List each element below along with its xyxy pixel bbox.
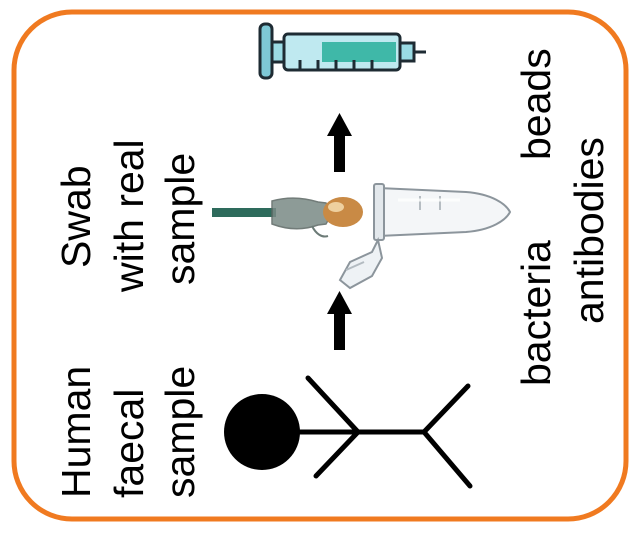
label-human-line2: faecal bbox=[106, 389, 152, 498]
label-human-faecal-sample: Human faecal sample bbox=[53, 366, 203, 498]
swab-wrap bbox=[272, 198, 329, 229]
stick-figure-arm-lower bbox=[316, 432, 358, 476]
stick-figure-icon bbox=[224, 378, 470, 486]
stick-figure-leg-lower bbox=[424, 432, 470, 486]
label-human-line3: sample bbox=[157, 366, 203, 498]
swab-tip bbox=[323, 197, 363, 227]
label-reagents: bacteria antibodies beads bbox=[513, 48, 612, 386]
swab-stick bbox=[212, 208, 276, 217]
label-swab-with-real-sample: Swab with real sample bbox=[53, 139, 203, 293]
tube-body bbox=[378, 188, 510, 236]
syringe-liquid bbox=[322, 42, 396, 62]
stick-figure-leg-upper bbox=[424, 386, 468, 432]
eppendorf-tube-icon bbox=[340, 184, 510, 288]
label-swab-line2: with real bbox=[106, 139, 152, 293]
label-bacteria: bacteria bbox=[513, 240, 559, 386]
label-swab-line1: Swab bbox=[53, 165, 99, 268]
stick-figure-arm-upper bbox=[308, 378, 358, 432]
syringe-icon bbox=[260, 24, 426, 78]
arrow-up-icon bbox=[327, 291, 352, 350]
label-beads: beads bbox=[513, 48, 559, 160]
label-human-line1: Human bbox=[53, 366, 99, 498]
label-swab-line3: sample bbox=[157, 153, 203, 285]
syringe-flange bbox=[260, 24, 272, 78]
label-antibodies: antibodies bbox=[566, 137, 612, 324]
arrow-up-icon bbox=[327, 113, 352, 172]
swab-icon bbox=[212, 197, 363, 237]
stick-figure-head bbox=[224, 394, 300, 470]
